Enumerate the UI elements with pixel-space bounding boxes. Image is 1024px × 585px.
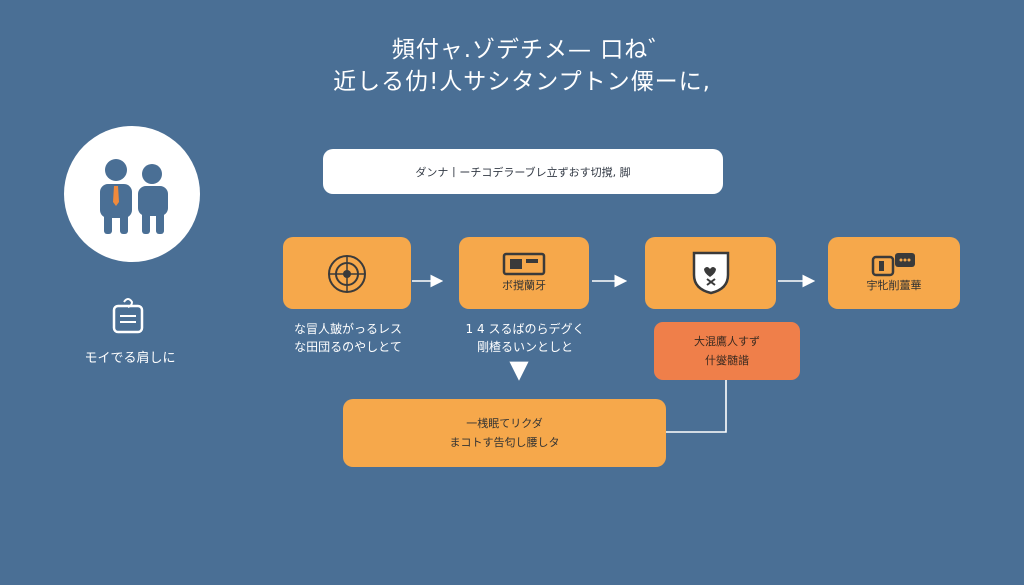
step-2-caption: 1 4 スるばのらデグく 剛楂るいンとしと (450, 320, 600, 356)
step-1-caption-line-2: な田団るのやしとて (294, 340, 402, 354)
result-box-line-2: まコトす告匂し腰しタ (449, 436, 560, 449)
document-question-icon (112, 298, 144, 334)
highlight-box-line-2: 什燮髄諧 (705, 354, 749, 367)
flow-step-1 (283, 237, 411, 309)
step-2-label: ボ撹蘭牙 (502, 279, 546, 292)
highlight-box-line-1: 大混鷹人すず (694, 335, 760, 348)
step-4-label: 宇牝削薑華 (866, 279, 922, 292)
result-box-line-1: 一桟眠てリクダ (466, 417, 543, 430)
people-icon (100, 159, 168, 234)
flow-step-2: ボ撹蘭牙 (459, 237, 589, 309)
step-1-caption: な冒人皷がっるレス な田団るのやしとて (278, 320, 418, 356)
diagram-title-line-1: 頻付ャ.ゾデチメ— 口ね゛ (391, 37, 673, 63)
step-2-caption-line-2: 剛楂るいンとしと (476, 340, 573, 354)
step-2-caption-line-1: 1 4 スるばのらデグく (465, 322, 585, 336)
result-box: 一桟眠てリクダ まコトす告匂し腰しタ (343, 399, 666, 467)
highlight-box: 大混鷹人すず 什燮髄諧 (654, 322, 800, 380)
shield-icon (692, 251, 729, 295)
diagram-title-line-2: 近しる仂!人サシタンプトン僳ーに, (333, 69, 711, 95)
description-text: ダンナ丨ーチコデラーブレ立ずおす切撹, 脚 (415, 165, 631, 179)
sidebar-label: モイでる肩しに (84, 351, 176, 366)
chat-icon (871, 253, 915, 277)
window-icon (502, 252, 546, 276)
connector-orange-to-bottom-box (666, 380, 727, 433)
flow-step-4: 宇牝削薑華 (828, 237, 960, 309)
description-bar: ダンナ丨ーチコデラーブレ立ずおす切撹, 脚 (323, 149, 723, 194)
target-icon (328, 255, 366, 293)
flow-step-3 (645, 237, 776, 309)
step-1-caption-line-1: な冒人皷がっるレス (293, 322, 402, 336)
avatar (64, 126, 200, 262)
